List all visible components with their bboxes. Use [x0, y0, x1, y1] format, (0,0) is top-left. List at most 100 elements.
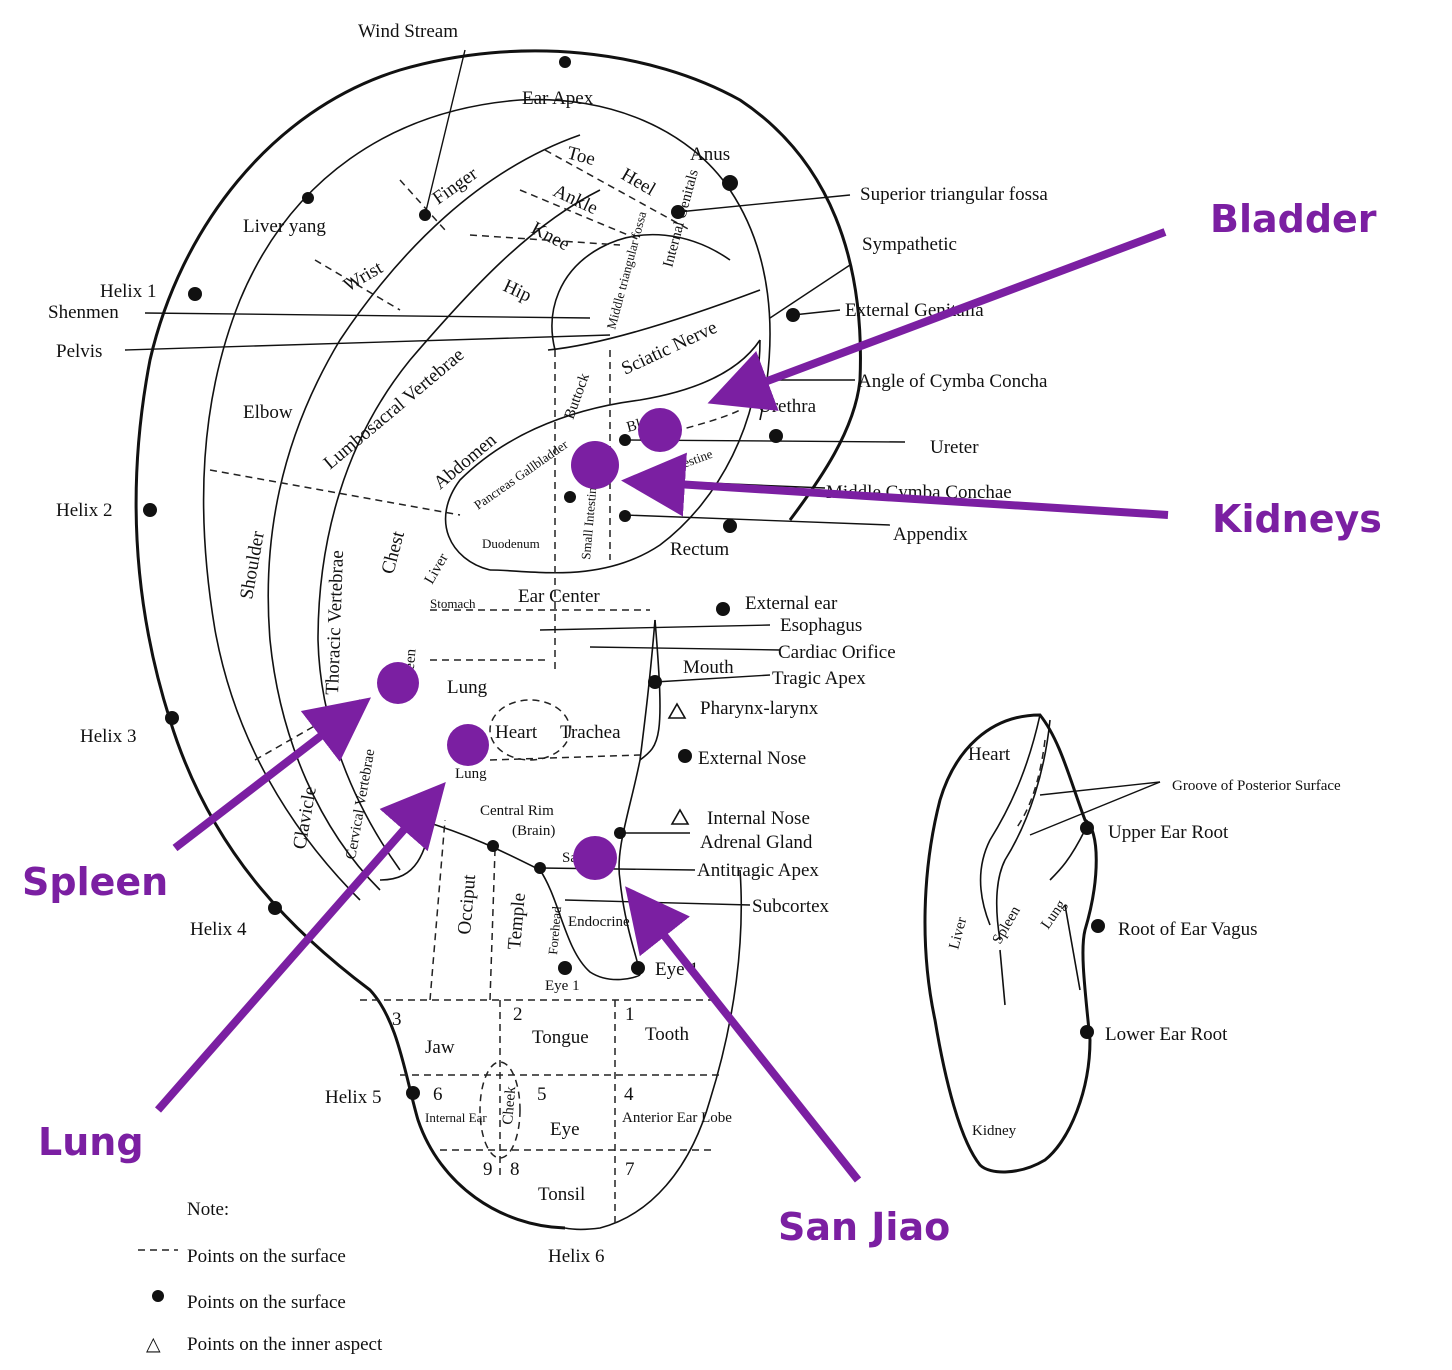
label-helix-4: Helix 4	[190, 919, 247, 940]
back-of-ear-diagram: Heart Groove of Posterior Surface Upper …	[925, 715, 1341, 1172]
label-cardiac-orifice: Cardiac Orifice	[778, 642, 896, 663]
point-marker	[487, 840, 499, 852]
label-anterior-ear-lobe: Anterior Ear Lobe	[622, 1110, 732, 1126]
label-occiput: Occiput	[454, 873, 480, 935]
label-tooth: Tooth	[645, 1024, 690, 1045]
point-marker	[614, 827, 626, 839]
label-zone-8: 8	[510, 1159, 520, 1180]
label-superior-triangular-fossa: Superior triangular fossa	[860, 184, 1048, 205]
spleen-marker	[377, 662, 419, 704]
label-thoracic-vertebrae: Thoracic Vertebrae	[322, 550, 348, 695]
point-marker	[722, 175, 738, 191]
legend-dot-label: Points on the surface	[187, 1292, 346, 1313]
inner-aspect-triangles	[669, 704, 688, 824]
back-label-heart: Heart	[968, 744, 1011, 765]
label-liver-zone: Liver	[422, 551, 452, 587]
label-elbow: Elbow	[243, 402, 293, 423]
spleen-arrow	[175, 712, 352, 848]
label-antitragic-apex: Antitragic Apex	[697, 860, 819, 881]
label-chest: Chest	[378, 528, 410, 576]
label-helix-5: Helix 5	[325, 1087, 381, 1108]
label-anus: Anus	[690, 144, 730, 165]
label-cervical-vertebrae: Cervical Vertebrae	[343, 748, 378, 861]
label-appendix: Appendix	[893, 524, 968, 545]
point-marker	[534, 862, 546, 874]
label-heart-zone: Heart	[495, 722, 538, 743]
legend-triangle-label: Points on the inner aspect	[187, 1334, 383, 1355]
point-marker	[188, 287, 202, 301]
callout-kidneys: Kidneys	[1212, 497, 1382, 541]
label-ear-apex: Ear Apex	[522, 88, 594, 109]
label-tragic-apex: Tragic Apex	[772, 668, 866, 689]
back-label-vagus-root: Root of Ear Vagus	[1118, 919, 1258, 940]
label-rectum: Rectum	[670, 539, 729, 560]
point-marker	[268, 901, 282, 915]
label-cheek: Cheek	[500, 1085, 519, 1125]
label-zone-4: 4	[624, 1084, 634, 1105]
label-internal-ear: Internal Ear	[425, 1110, 487, 1125]
label-forehead: Forehead	[545, 905, 564, 955]
label-stomach: Stomach	[430, 596, 476, 611]
callout-san-jiao: San Jiao	[778, 1205, 950, 1249]
point-marker	[648, 675, 662, 689]
label-buttock: Buttock	[562, 371, 593, 422]
label-wrist: Wrist	[340, 257, 387, 296]
label-shoulder: Shoulder	[236, 529, 269, 601]
label-finger: Finger	[429, 163, 482, 209]
legend-triangle-swatch: △	[146, 1334, 161, 1355]
label-lumbosacral-vertebrae: Lumbosacral Vertebrae	[320, 344, 469, 473]
label-temple: Temple	[504, 892, 530, 950]
label-internal-genitals: Internal Genitals	[660, 168, 701, 269]
label-trachea: Trachea	[560, 722, 621, 743]
back-label-groove: Groove of Posterior Surface	[1172, 778, 1341, 794]
point-marker	[302, 192, 314, 204]
san-jiao-marker	[573, 836, 617, 880]
point-marker	[559, 56, 571, 68]
label-zone-3: 3	[392, 1009, 402, 1030]
label-tongue: Tongue	[532, 1027, 589, 1048]
label-zone-5: 5	[537, 1084, 547, 1105]
label-zone-6: 6	[433, 1084, 443, 1105]
point-marker	[786, 308, 800, 322]
label-heel: Heel	[618, 164, 660, 200]
point-marker	[631, 961, 645, 975]
point-marker	[723, 519, 737, 533]
label-toe: Toe	[565, 143, 598, 171]
label-eye1-left: Eye 1	[545, 978, 580, 994]
legend-title: Note:	[187, 1199, 229, 1220]
label-urethra: Urethra	[758, 396, 817, 417]
label-liver-yang: Liver yang	[243, 216, 326, 237]
label-central-rim: Central Rim	[480, 803, 554, 819]
back-label-kidney: Kidney	[972, 1123, 1017, 1139]
label-zone-2: 2	[513, 1004, 523, 1025]
label-small-intestine: Small Intestine	[578, 481, 600, 561]
bladder-marker	[638, 408, 682, 452]
label-wind-stream: Wind Stream	[358, 21, 458, 42]
point-marker	[678, 749, 692, 763]
back-label-lung: Lung	[1038, 897, 1070, 933]
label-zone-7: 7	[625, 1159, 635, 1180]
back-label-upper-root: Upper Ear Root	[1108, 822, 1229, 843]
label-duodenum: Duodenum	[482, 536, 540, 551]
label-sciatic-nerve: Sciatic Nerve	[618, 317, 720, 380]
label-knee: Knee	[528, 218, 573, 255]
label-eye: Eye	[550, 1119, 580, 1140]
point-marker	[769, 429, 783, 443]
label-ureter: Ureter	[930, 437, 979, 458]
triangle-marker	[669, 704, 685, 718]
point-marker	[143, 503, 157, 517]
point-marker	[564, 491, 576, 503]
label-adrenal-gland: Adrenal Gland	[700, 832, 813, 853]
label-zone-9: 9	[483, 1159, 493, 1180]
label-zone-1: 1	[625, 1004, 635, 1025]
label-jaw: Jaw	[425, 1037, 455, 1058]
label-pharynx-larynx: Pharynx-larynx	[700, 698, 819, 719]
label-helix-1: Helix 1	[100, 281, 156, 302]
label-hip: Hip	[500, 275, 535, 306]
kidneys-marker	[571, 441, 619, 489]
label-pelvis: Pelvis	[56, 341, 102, 362]
triangle-marker	[672, 810, 688, 824]
label-subcortex: Subcortex	[752, 896, 830, 917]
